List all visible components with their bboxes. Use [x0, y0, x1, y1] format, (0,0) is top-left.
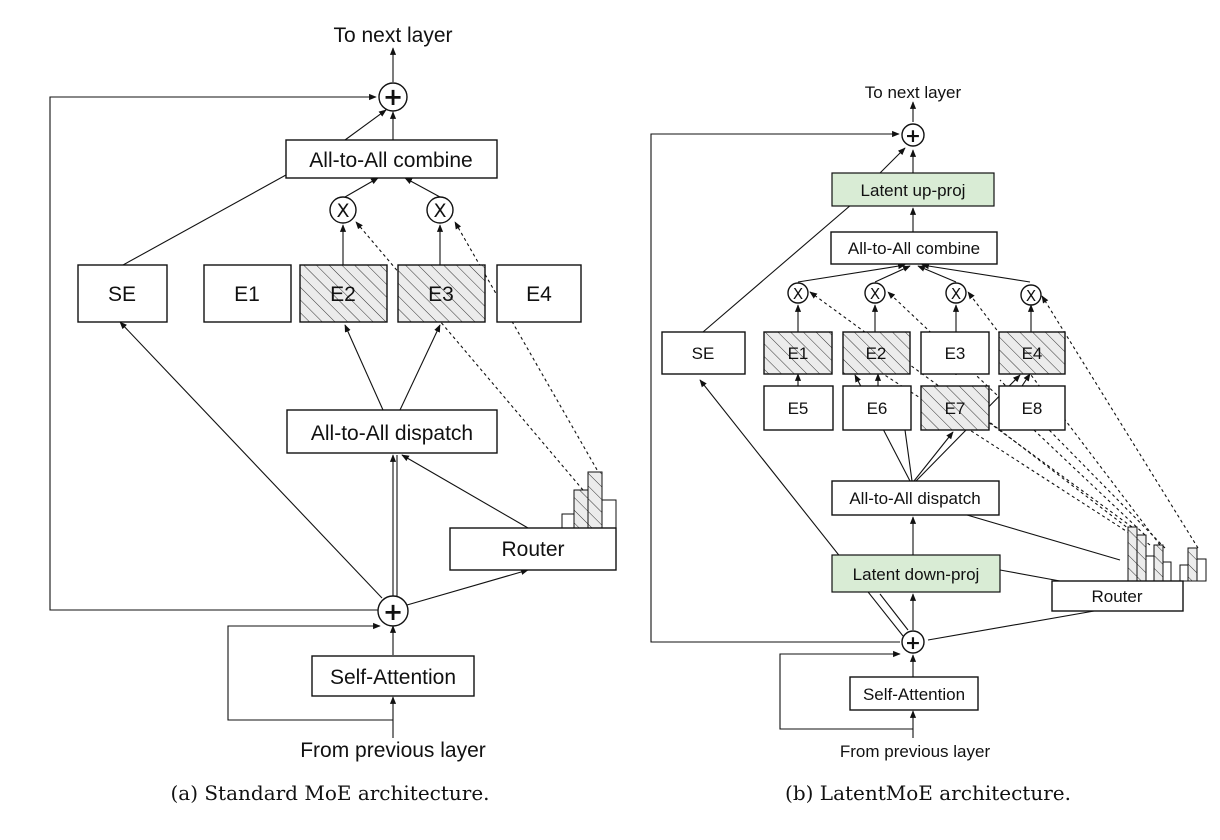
panel-b-router-box [1051, 580, 1184, 612]
panel-a-expert-e2-label: E2 [330, 283, 356, 306]
panel-b-multiply-4: X [1020, 284, 1042, 306]
panel-b-multiply-4-symbol: X [1026, 287, 1036, 305]
panel-b-expert-e3: E3 [920, 331, 990, 375]
panel-b-dispatch-label: All-to-All dispatch [849, 489, 980, 508]
panel-a-bottom-label: From previous layer [300, 739, 486, 762]
panel-a-multiply-2: X [426, 196, 454, 224]
panel-b-expert-e5-label: E5 [788, 399, 809, 418]
panel-a-expert-e2: E2 [299, 264, 388, 323]
panel-b-router: Router [1051, 526, 1207, 612]
panel-a-expert-e3: E3 [397, 264, 486, 323]
panel-a-multiply-1-symbol: X [336, 200, 349, 222]
panel-a-connectors [49, 47, 601, 738]
panel-a: To next layer + All-to-All combine X X S… [49, 24, 617, 805]
panel-a-expert-e4: E4 [496, 264, 582, 323]
panel-a-combine-label: All-to-All combine [309, 149, 472, 172]
panel-b-router-bar-3 [1145, 555, 1155, 582]
panel-b-up-proj-box: Latent up-proj [831, 172, 995, 207]
panel-a-router-bar-2 [573, 489, 589, 529]
panel-a-se-label: SE [108, 283, 136, 306]
panel-b-expert-e8-label: E8 [1022, 399, 1043, 418]
panel-b-expert-e2: E2 [842, 331, 911, 375]
panel-a-self-attention-box: Self-Attention [311, 655, 475, 697]
panel-b-router-bar-2 [1136, 534, 1147, 582]
panel-b-expert-e7: E7 [920, 385, 990, 431]
panel-b-caption: (b) LatentMoE architecture. [785, 781, 1071, 805]
panel-b-multiply-1: X [787, 282, 809, 304]
panel-b-combine-label: All-to-All combine [848, 239, 980, 258]
panel-b-router-bar-4 [1153, 544, 1164, 582]
panel-a-expert-e4-label: E4 [526, 283, 552, 306]
panel-b-se-box: SE [661, 331, 746, 375]
panel-b-router-bar-5 [1162, 561, 1172, 582]
panel-a-dispatch-box: All-to-All dispatch [286, 409, 498, 454]
panel-b-router-bar-1 [1127, 526, 1138, 582]
panel-b-add-bottom-symbol: + [905, 632, 921, 654]
panel-b-add-top: + [901, 123, 925, 147]
panel-b-multiply-3: X [945, 282, 967, 304]
panel-b-dispatch-box: All-to-All dispatch [831, 480, 1000, 516]
panel-a-router-bar-3 [587, 471, 603, 529]
panel-b-multiply-2-symbol: X [870, 285, 880, 303]
panel-b-se-label: SE [692, 344, 715, 363]
panel-a-add-top-symbol: + [383, 83, 403, 111]
panel-b-down-proj-box: Latent down-proj [831, 554, 1001, 593]
panel-a-router-label: Router [501, 538, 564, 561]
panel-b-multiply-2: X [864, 282, 886, 304]
panel-b-up-proj-label: Latent up-proj [861, 181, 966, 200]
panel-a-caption: (a) Standard MoE architecture. [170, 781, 489, 805]
panel-b-self-attention-label: Self-Attention [863, 685, 965, 704]
panel-b-expert-e8: E8 [998, 385, 1066, 431]
panel-b-router-bar-6 [1179, 564, 1189, 582]
panel-a-self-attention-label: Self-Attention [330, 666, 456, 689]
panel-b-self-attention-box: Self-Attention [849, 676, 979, 711]
panel-b-expert-e4-label: E4 [1022, 344, 1043, 363]
panel-b-router-bar-7 [1187, 547, 1198, 582]
panel-a-multiply-2-symbol: X [433, 200, 446, 222]
panel-a-expert-e1: E1 [203, 264, 292, 323]
panel-a-expert-e3-label: E3 [428, 283, 454, 306]
panel-b-expert-e3-label: E3 [945, 344, 966, 363]
panel-a-expert-e1-label: E1 [234, 283, 260, 306]
panel-b-bottom-label: From previous layer [840, 742, 991, 761]
panel-a-router: Router [449, 471, 617, 571]
panel-a-add-bottom-symbol: + [383, 598, 403, 626]
panel-a-router-bar-4 [601, 499, 617, 529]
panel-b-expert-e1-label: E1 [788, 344, 809, 363]
panel-b-expert-e7-label: E7 [945, 399, 966, 418]
panel-a-combine-box: All-to-All combine [285, 139, 498, 179]
panel-a-top-label: To next layer [333, 24, 452, 47]
panel-b-expert-e1: E1 [763, 331, 833, 375]
panel-b-expert-e4: E4 [998, 331, 1066, 375]
panel-b-router-bar-8 [1196, 558, 1207, 582]
panel-a-router-bar-1 [561, 513, 575, 529]
panel-b-combine-box: All-to-All combine [830, 231, 998, 265]
panel-b-top-label: To next layer [865, 83, 962, 102]
panel-a-router-box [449, 527, 617, 571]
panel-a-multiply-1: X [329, 196, 357, 224]
panel-a-add-top: + [378, 82, 408, 112]
panel-b-expert-e6: E6 [842, 385, 912, 431]
panel-a-se-box: SE [77, 264, 168, 323]
panel-b: To next layer + Latent up-proj All-to-Al… [650, 83, 1207, 805]
panel-b-expert-e5: E5 [763, 385, 834, 431]
panel-b-down-proj-label: Latent down-proj [853, 565, 980, 584]
panel-b-multiply-1-symbol: X [793, 285, 803, 303]
panel-b-multiply-3-symbol: X [951, 285, 961, 303]
panel-a-add-bottom: + [377, 595, 409, 627]
panel-b-add-top-symbol: + [905, 125, 921, 147]
panel-b-router-label: Router [1091, 587, 1142, 606]
panel-b-add-bottom: + [901, 630, 925, 654]
panel-b-expert-e2-label: E2 [866, 344, 887, 363]
panel-b-expert-e6-label: E6 [867, 399, 888, 418]
panel-a-dispatch-label: All-to-All dispatch [311, 422, 473, 445]
